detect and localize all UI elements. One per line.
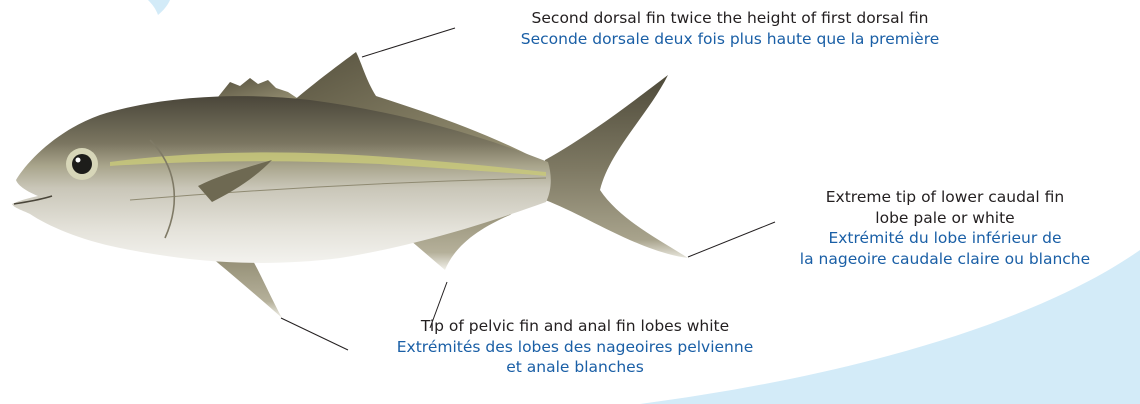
fish-eye-highlight xyxy=(76,158,81,163)
dorsal-annotation-english: Second dorsal fin twice the height of fi… xyxy=(470,8,990,29)
pelvic-anal-fin-annotation: Tip of pelvic fin and anal fin lobes whi… xyxy=(340,316,810,378)
pelvic-annotation-french-line1: Extrémités des lobes des nageoires pelvi… xyxy=(340,337,810,358)
caudal-fin-annotation: Extreme tip of lower caudal fin lobe pal… xyxy=(755,187,1135,269)
dorsal-annotation-french: Seconde dorsale deux fois plus haute que… xyxy=(470,29,990,50)
caudal-fin xyxy=(545,75,688,258)
dorsal-leader-line xyxy=(362,28,455,57)
pelvic-annotation-french-line2: et anale blanches xyxy=(340,357,810,378)
dorsal-fin-annotation: Second dorsal fin twice the height of fi… xyxy=(470,8,990,49)
caudal-annotation-french-line1: Extrémité du lobe inférieur de xyxy=(755,228,1135,249)
caudal-annotation-french-line2: la nageoire caudale claire ou blanche xyxy=(755,249,1135,270)
fish-eye xyxy=(72,154,92,174)
pelvic-annotation-english: Tip of pelvic fin and anal fin lobes whi… xyxy=(340,316,810,337)
background-swoosh-top-left xyxy=(148,0,170,15)
caudal-annotation-english-line1: Extreme tip of lower caudal fin xyxy=(755,187,1135,208)
caudal-annotation-english-line2: lobe pale or white xyxy=(755,208,1135,229)
pelvic-leader-line xyxy=(281,318,348,350)
